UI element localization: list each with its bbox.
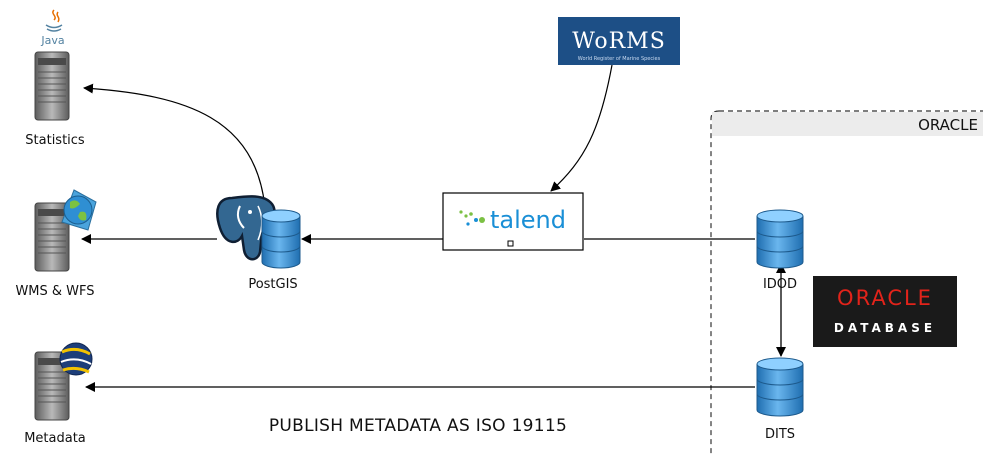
talend-etl-box: talend [442, 192, 584, 251]
oracle-logo-text: ORACLE [837, 286, 933, 310]
postgis-database-icon [261, 209, 301, 269]
java-logo-icon: Java [40, 9, 65, 47]
talend-dots-icon [459, 210, 485, 226]
oracle-database-logo: ORACLE DATABASE [813, 276, 957, 347]
publish-metadata-caption: PUBLISH METADATA AS ISO 19115 [269, 416, 567, 436]
java-logo-text: Java [40, 34, 64, 47]
dits-database-icon [756, 357, 804, 417]
arrow-postgis-to-statistics [83, 83, 266, 208]
worms-logo-text: WoRMS [572, 29, 666, 54]
idod-label: IDOD [763, 277, 797, 292]
worms-logo: WoRMS World Register of Marine Species [558, 17, 680, 65]
postgresql-elephant-icon [216, 195, 276, 261]
oracle-group-title: ORACLE [918, 116, 978, 134]
worms-logo-subtitle: World Register of Marine Species [578, 56, 661, 62]
geonetwork-globe-icon [59, 342, 93, 376]
metadata-label: Metadata [24, 431, 86, 446]
talend-port-handle [507, 240, 514, 247]
idod-database-icon [756, 209, 804, 269]
dits-label: DITS [765, 427, 795, 442]
statistics-server [34, 51, 70, 121]
statistics-label: Statistics [25, 133, 85, 148]
connectors [81, 64, 786, 392]
wms-wfs-server [34, 202, 70, 272]
postgis-label: PostGIS [248, 277, 297, 292]
globe-map-icon [61, 189, 97, 231]
arrow-worms-to-talend [550, 64, 613, 192]
talend-logo-text: talend [490, 206, 566, 234]
oracle-group: ORACLE [710, 110, 983, 457]
metadata-server [34, 351, 70, 421]
wms-wfs-label: WMS & WFS [15, 284, 94, 299]
oracle-logo-subtitle: DATABASE [834, 321, 936, 335]
